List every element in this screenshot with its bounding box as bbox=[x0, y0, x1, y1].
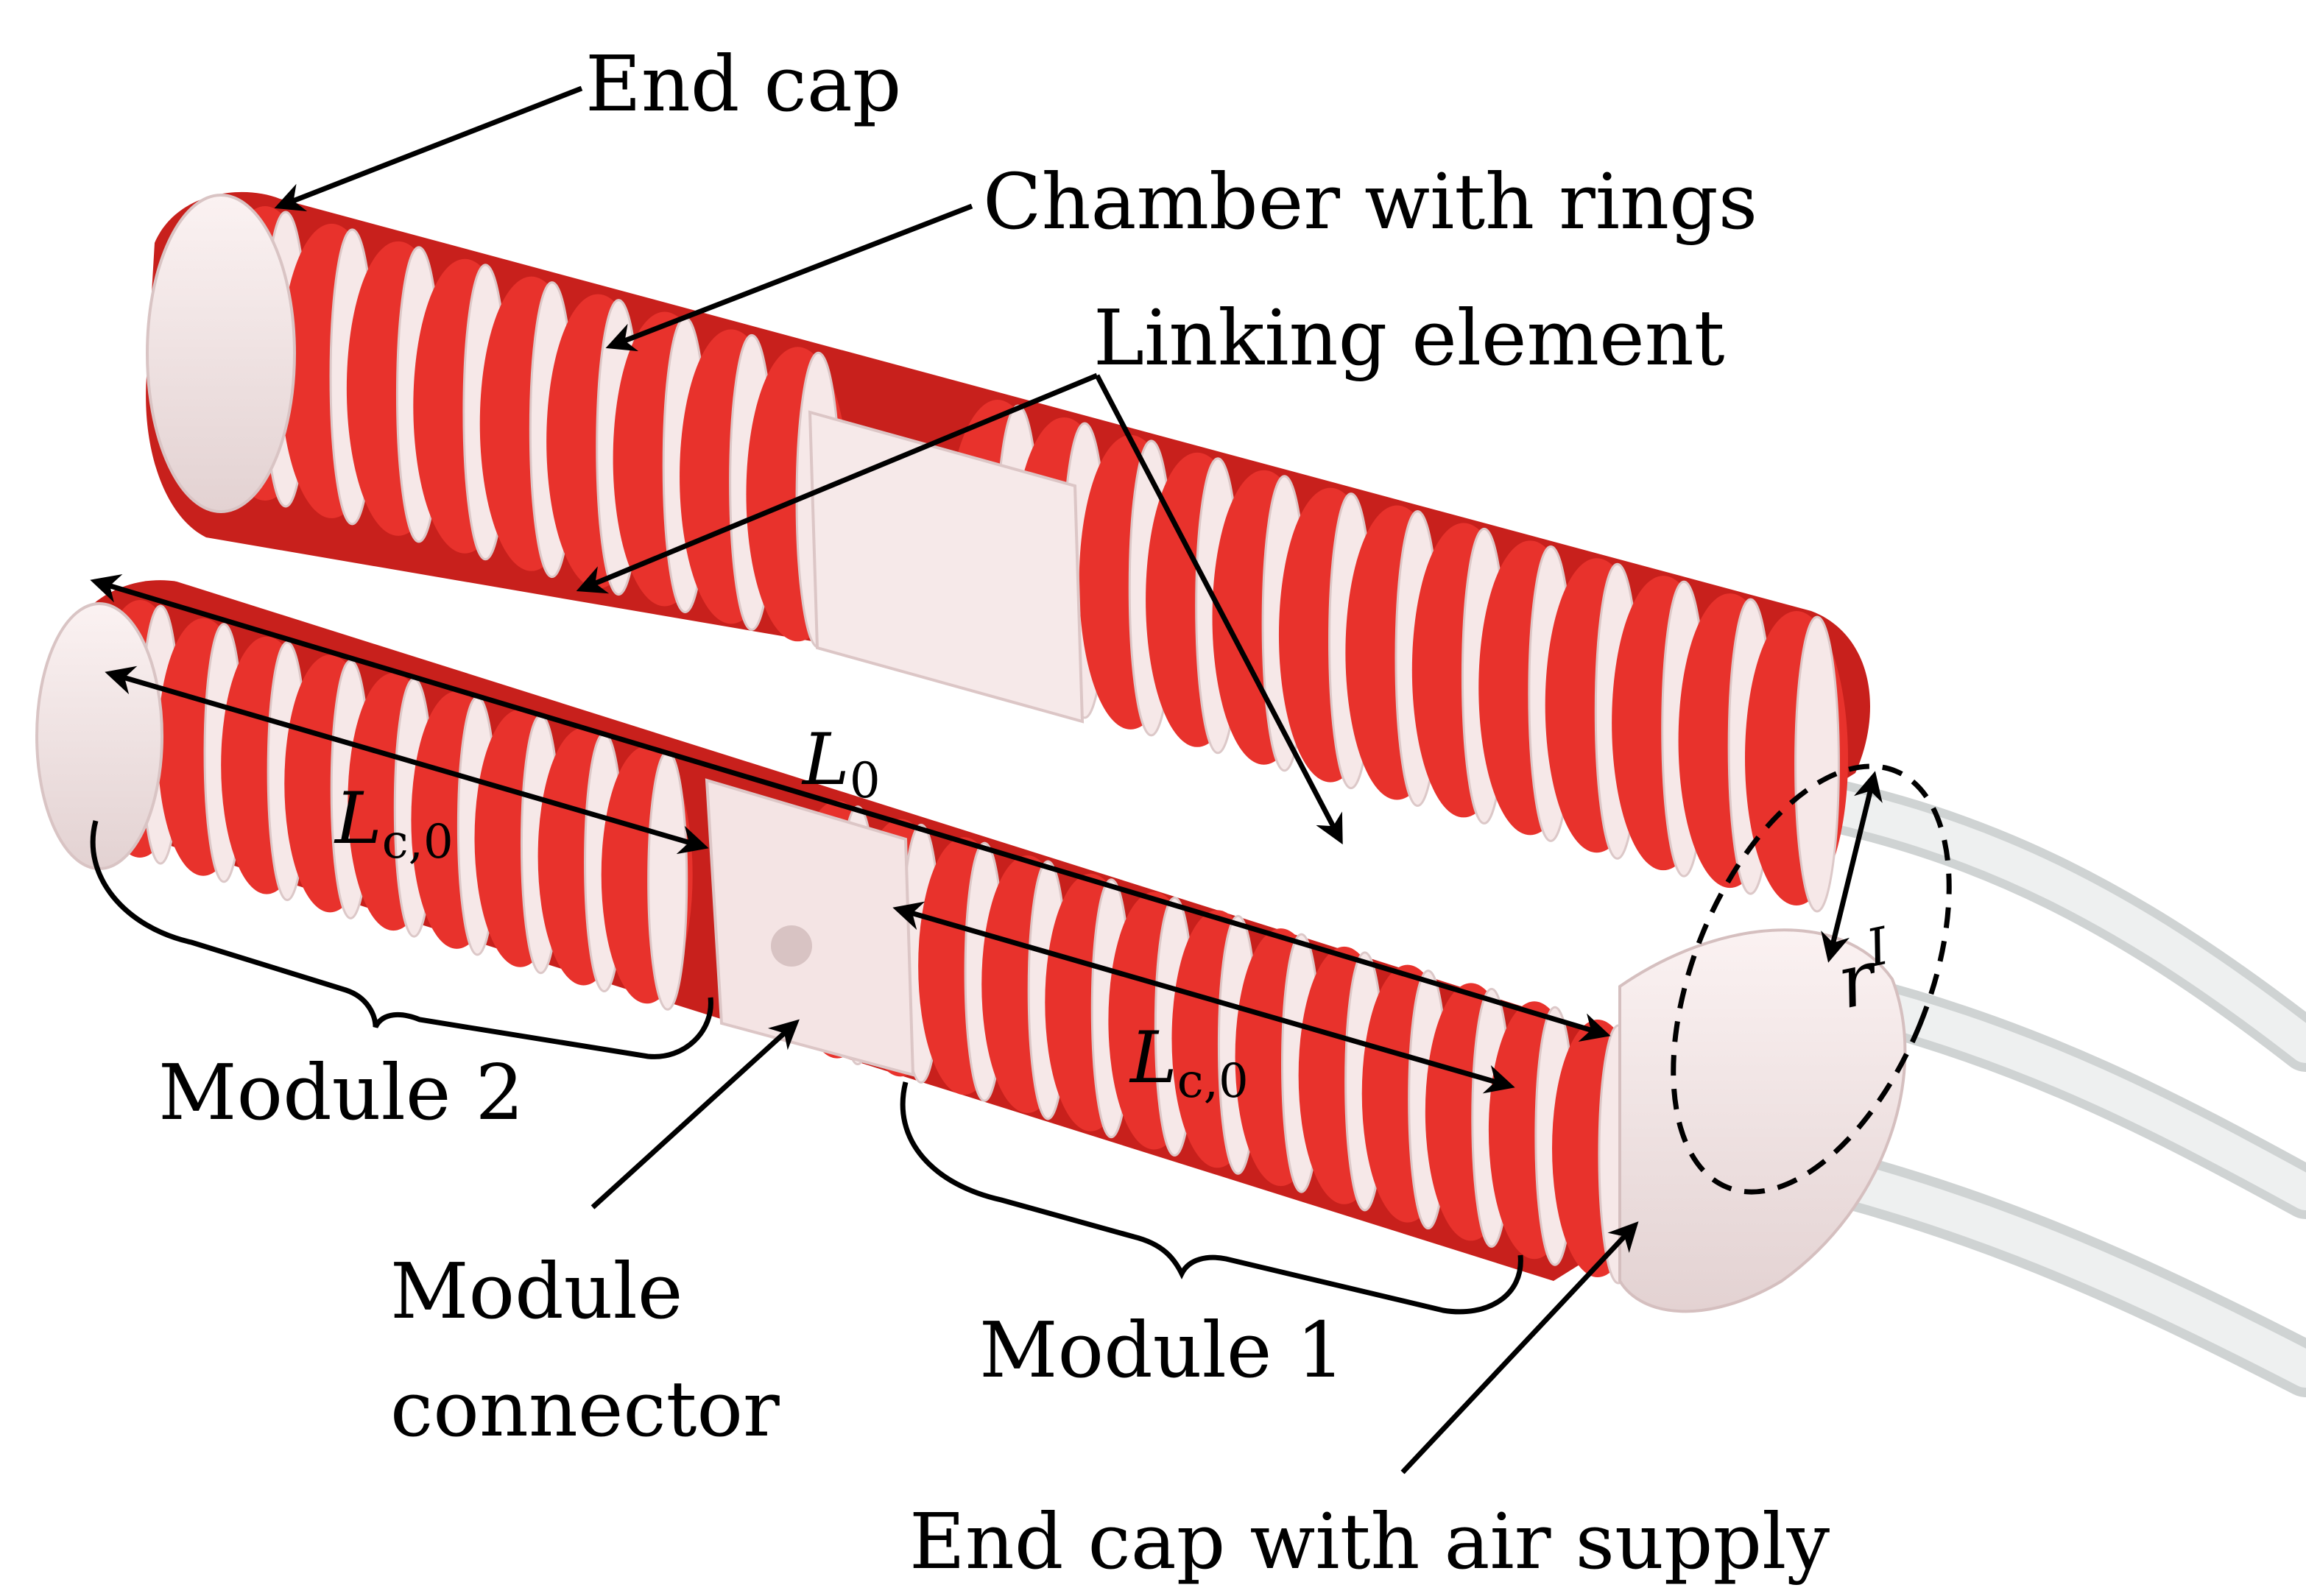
module-connector-label-2: connector bbox=[390, 1364, 780, 1454]
dashed-ellipse-icon bbox=[1671, 763, 1952, 1195]
module-1-brace bbox=[900, 1081, 1523, 1315]
end-cap-air-supply-block bbox=[1618, 928, 1907, 1313]
end-cap-left-lower bbox=[35, 602, 163, 870]
module-1-label: Module 1 bbox=[979, 1305, 1345, 1395]
chamber-length-1-arrow bbox=[892, 901, 1515, 1094]
radius-arrow bbox=[1821, 771, 1883, 963]
annotations: End cap Chamber with rings Linking eleme… bbox=[90, 39, 1952, 1586]
end-cap-air-supply-arrow bbox=[1400, 1221, 1639, 1475]
chamber-length-1-symbol: Lc,0 bbox=[1129, 1017, 1249, 1109]
chamber-with-rings-arrow bbox=[605, 203, 973, 352]
total-length-symbol: L0 bbox=[801, 718, 881, 809]
end-cap-air-supply-label: End cap with air supply bbox=[909, 1497, 1830, 1586]
ring-disc bbox=[1794, 615, 1840, 913]
chamber-length-2-arrow bbox=[105, 665, 709, 855]
chamber-length-2-symbol: Lc,0 bbox=[334, 777, 454, 869]
module-2-brace bbox=[90, 820, 713, 1059]
module-2-label: Module 2 bbox=[158, 1048, 524, 1137]
module-connector-label-1: Module bbox=[390, 1246, 683, 1336]
linking-element-arrow-1 bbox=[576, 372, 1099, 594]
end-cap-top bbox=[146, 194, 296, 513]
end-cap-label: End cap bbox=[585, 39, 901, 129]
end-cap-arrow bbox=[274, 85, 583, 211]
module-connector-arrow bbox=[590, 1019, 800, 1210]
chamber-with-rings-label: Chamber with rings bbox=[983, 157, 1757, 247]
linking-element-label: Linking element bbox=[1093, 293, 1725, 383]
ring-disc bbox=[647, 750, 688, 1011]
